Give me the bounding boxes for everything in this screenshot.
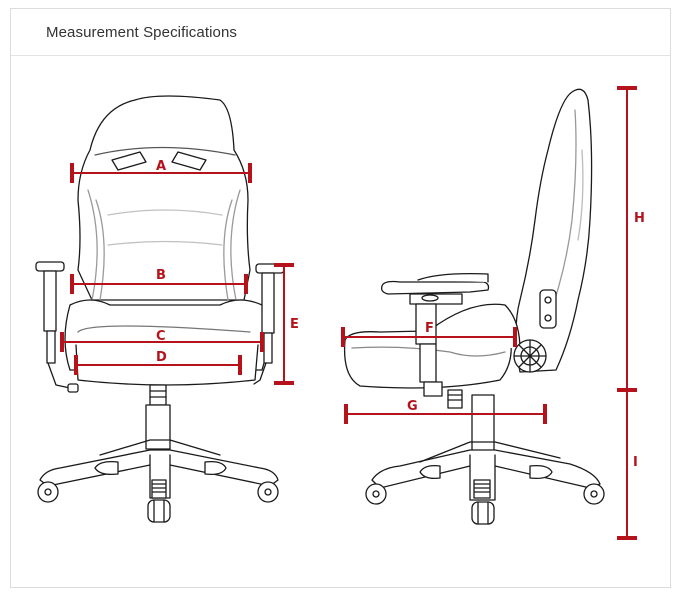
panel-header: Measurement Specifications bbox=[11, 9, 670, 56]
label-c: C bbox=[156, 329, 166, 344]
measurement-lines bbox=[60, 86, 637, 540]
label-h: H bbox=[634, 211, 645, 226]
panel-title: Measurement Specifications bbox=[46, 24, 238, 41]
label-e: E bbox=[290, 317, 299, 332]
label-b: B bbox=[156, 268, 166, 283]
label-g: G bbox=[407, 399, 418, 414]
label-i: I bbox=[633, 455, 638, 470]
label-a: A bbox=[156, 159, 166, 174]
label-f: F bbox=[425, 321, 434, 336]
label-d: D bbox=[156, 350, 167, 365]
side-chair-illustration bbox=[343, 88, 605, 525]
